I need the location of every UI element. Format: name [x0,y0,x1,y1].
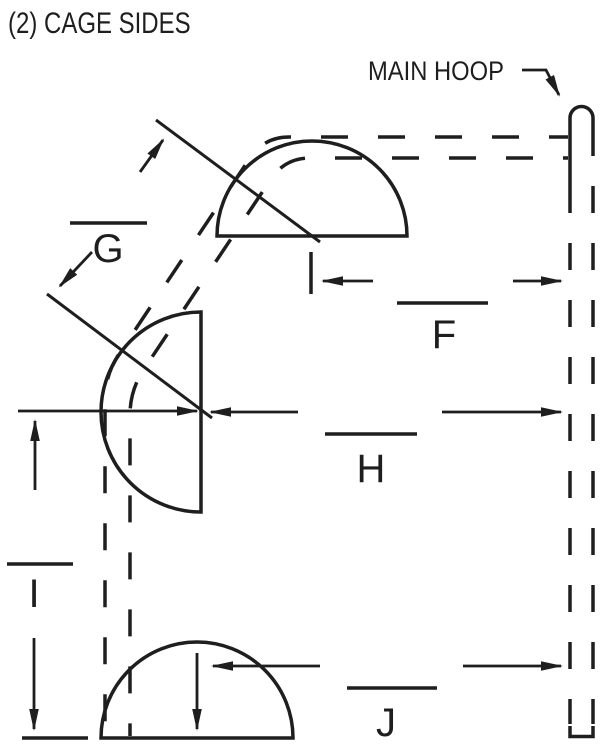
dimension-g-arrow-upper [138,138,165,173]
dimension-f-label: F [432,313,456,357]
top-bend-angle-ray [155,118,321,244]
cage-tube-outer-dashed-line [103,135,568,736]
main-hoop-leader-arrow [522,68,561,97]
drawing-title: (2) CAGE SIDES [8,5,191,39]
middle-bend-protractor-semicircle [99,310,203,514]
dimension-g-label: G [92,227,123,271]
middle-bend-angle-ray [46,292,213,420]
bottom-bend-protractor-semicircle [99,640,295,740]
main-hoop-bottom-end [568,726,595,739]
dimension-i-label: I [28,572,39,616]
dimension-j-label: J [376,701,396,745]
main-hoop-callout-label: MAIN HOOP [368,57,504,87]
dimension-g-arrow-lower [58,251,94,288]
top-bend-protractor-semicircle [215,139,409,238]
cage-tube-inner-dashed-line [128,156,568,736]
main-hoop-top-cap [568,104,595,200]
dimension-h-label: H [357,447,386,491]
